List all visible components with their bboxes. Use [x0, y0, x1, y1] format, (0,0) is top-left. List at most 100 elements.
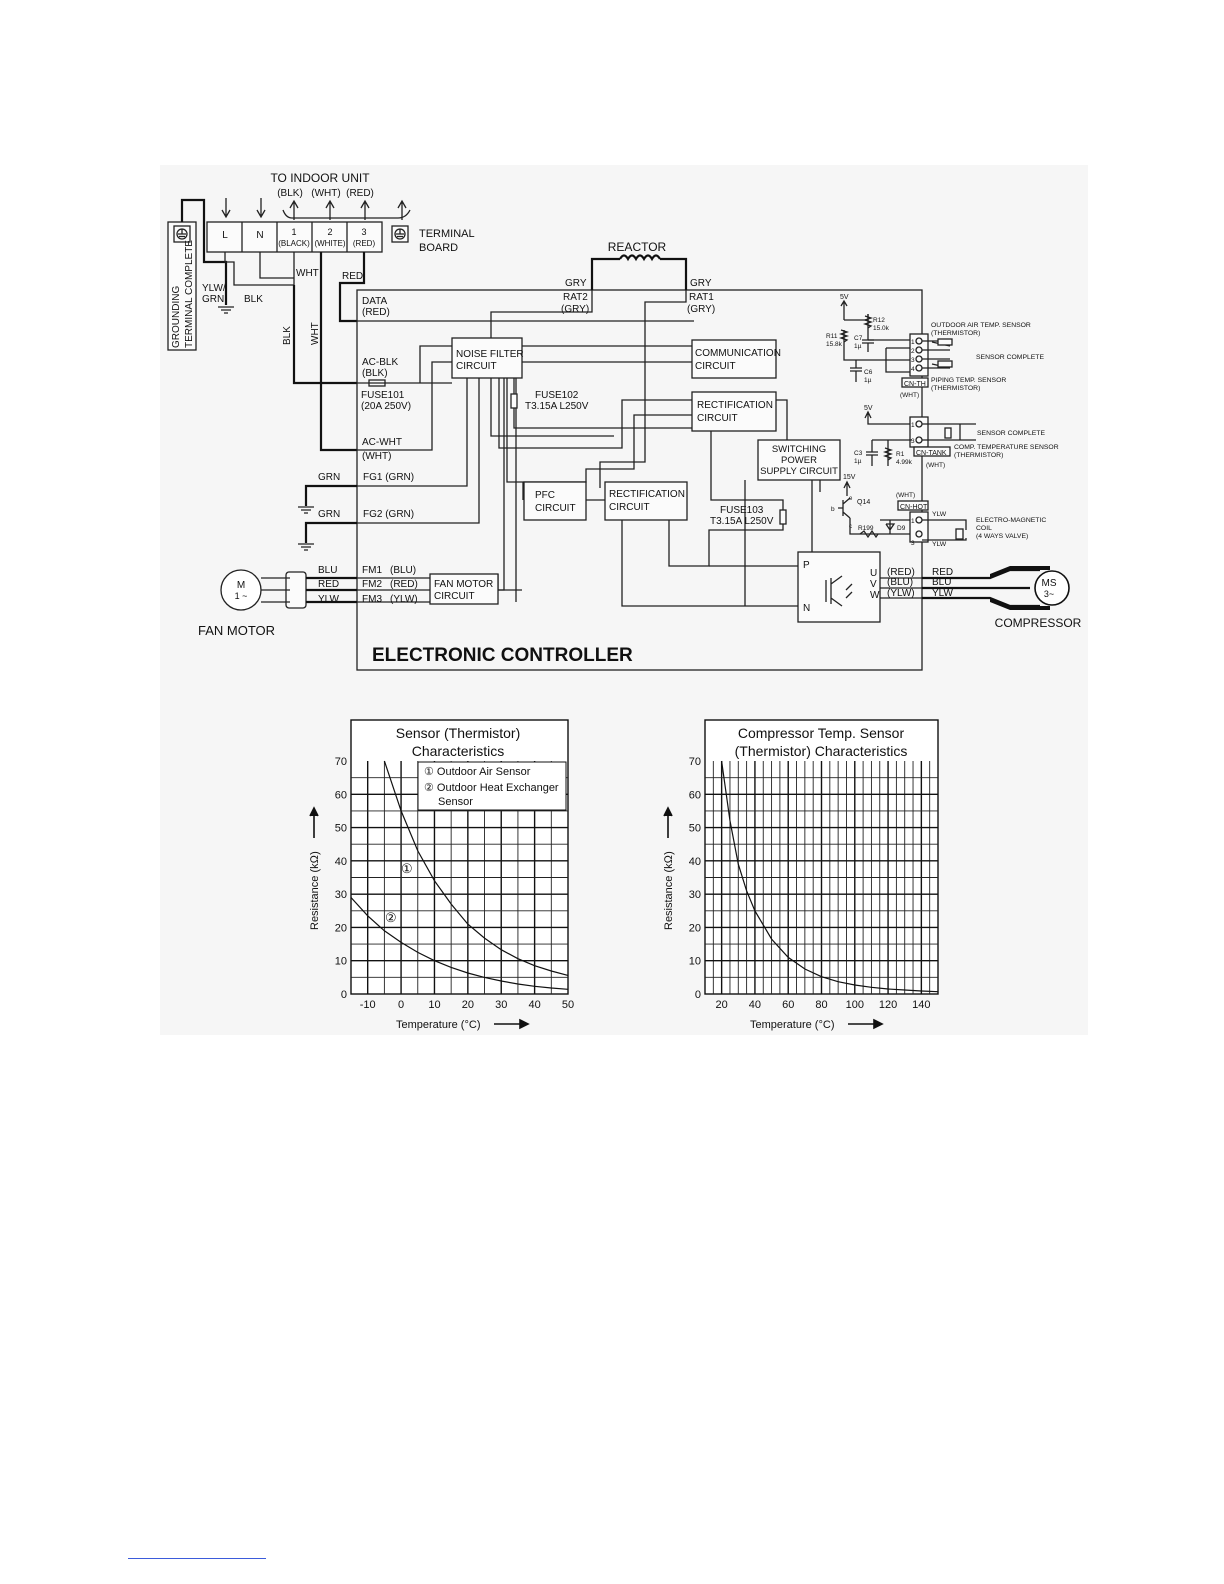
switching-label: SWITCHING	[772, 444, 826, 455]
chart2-ytick-label: 60	[689, 789, 701, 801]
chart2-ytick-label: 70	[689, 756, 701, 768]
terminal-board: L N 1 (BLACK) 2 (WHITE) 3 (RED)	[206, 221, 383, 253]
fg2-label: FG2 (GRN)	[363, 509, 414, 520]
chart2-xtick-label: 120	[879, 999, 897, 1011]
chart1-curve-marker-1: ①	[401, 861, 413, 876]
thermistor-icon	[937, 338, 953, 368]
chart1-ytick-label: 60	[335, 789, 347, 801]
chart1-series-line-2	[350, 897, 569, 990]
rat1-sub-label: (GRY)	[687, 304, 715, 315]
five-v-label-1: 5V	[840, 294, 849, 301]
chart1-xtick-label: 50	[562, 999, 574, 1011]
u-pin: U	[870, 568, 877, 579]
cn-tank-label: CN-TANK	[916, 450, 947, 457]
compressor-symbol-3: 3~	[1044, 589, 1054, 599]
terminal-board-label: TERMINAL	[419, 228, 475, 240]
q14-label: Q14	[857, 499, 870, 506]
r199-label: R199	[858, 525, 874, 532]
fan-motor-symbol-1: 1 ~	[235, 591, 248, 601]
w-tag: (YLW)	[887, 588, 915, 599]
d9-label: D9	[897, 525, 906, 532]
fan-motor-circuit-label: FAN MOTOR	[434, 579, 493, 590]
thermistor-icon-comp	[944, 427, 952, 439]
fan-motor-circuit-label-2: CIRCUIT	[434, 591, 475, 602]
ac-wht-label: AC-WHT	[362, 437, 402, 448]
chart1-ytick-label: 70	[335, 756, 347, 768]
grounding-label-2: TERMINAL COMPLETE	[184, 240, 195, 348]
fifteen-v-label: 15V	[843, 474, 856, 481]
chart1-ytick-label: 50	[335, 823, 347, 835]
chart-compressor-temp-sensor: Compressor Temp. Sensor (Thermistor) Cha…	[663, 719, 939, 1031]
c7-label: C7	[854, 335, 863, 342]
piping-sensor-sub: (THERMISTOR)	[931, 385, 980, 392]
chart1-xtick-label: 20	[462, 999, 474, 1011]
chart2-title-box	[706, 721, 937, 761]
fm1-tag: (BLU)	[390, 565, 416, 576]
noise-filter-label-2: CIRCUIT	[456, 361, 497, 372]
chart2-xtick-label: 60	[782, 999, 794, 1011]
fuse102-label: FUSE102	[535, 390, 579, 401]
chart2-title: Compressor Temp. Sensor	[738, 725, 905, 741]
chart2-ylabel-arrow	[663, 806, 673, 838]
q14-pin-b: b	[831, 506, 835, 513]
cn-th-pin-1: 1	[911, 339, 915, 346]
fan-wire-blu: BLU	[318, 565, 337, 576]
fan-motor-symbol-m: M	[237, 580, 245, 591]
data-label: DATA	[362, 296, 388, 307]
terminal-1-sub: (BLACK)	[278, 239, 310, 248]
rectification-circuit-1: RECTIFICATION CIRCUIT	[691, 391, 777, 432]
rat2-sub-label: (GRY)	[561, 304, 589, 315]
chart1-ytick-label: 20	[335, 922, 347, 934]
pfc-label: PFC	[535, 490, 555, 501]
compressor-symbol-ms: MS	[1042, 578, 1057, 589]
rat2-label: RAT2	[563, 292, 588, 303]
electro-magnetic-label-2: COIL	[976, 525, 992, 532]
power-module: P N U V W	[797, 551, 881, 623]
terminal-l: L	[222, 230, 228, 241]
cn-hot-wht: (WHT)	[896, 492, 915, 499]
data-sub-label: (RED)	[362, 307, 390, 318]
comp-wire-red: RED	[932, 567, 953, 578]
chart2-xtick-label: 20	[716, 999, 728, 1011]
terminal-1: 1	[291, 227, 296, 237]
chart1-title-box	[352, 721, 567, 761]
chart1-ytick-label: 30	[335, 889, 347, 901]
electro-magnetic-label-3: (4 WAYS VALVE)	[976, 533, 1028, 540]
indoor-wire-red: (RED)	[346, 188, 374, 199]
to-indoor-unit-label: TO INDOOR UNIT	[270, 171, 370, 185]
switching-label-3: SUPPLY CIRCUIT	[760, 466, 838, 477]
c6-label: C6	[864, 369, 873, 376]
chart2-curves	[721, 760, 939, 993]
chart2-ylabel: Resistance (kΩ)	[663, 851, 675, 930]
w-pin: W	[870, 590, 880, 601]
terminal-board-label-2: BOARD	[419, 242, 458, 254]
sensor-complete-label-2: SENSOR COMPLETE	[977, 430, 1045, 437]
chart1-curve-marker-2: ②	[385, 910, 397, 925]
grn-label-2: GRN	[318, 509, 340, 520]
chart1-ylabel: Resistance (kΩ)	[309, 851, 321, 930]
chart1-ytick-label: 0	[341, 989, 347, 1001]
r12-value: 15.0k	[873, 325, 890, 332]
fan-motor-label: FAN MOTOR	[198, 623, 275, 638]
fuse101-sub-label: (20A 250V)	[361, 401, 411, 412]
cn-hot-label: CN-HOT	[900, 504, 928, 511]
grounding-terminal: GROUNDING TERMINAL COMPLETE	[167, 221, 197, 351]
r12-label: R12	[873, 317, 885, 324]
fuse103-sub-label: T3.15A L250V	[710, 516, 774, 527]
chart1-title-2: Characteristics	[412, 743, 505, 759]
comp-temp-sensor-sub: (THERMISTOR)	[954, 452, 1003, 459]
rat1-label: RAT1	[689, 292, 714, 303]
chart2-xtick-label: 40	[749, 999, 761, 1011]
chart2-ytick-label: 40	[689, 856, 701, 868]
cn-th-pin-3: 3	[911, 357, 915, 364]
rectification-2-label-2: CIRCUIT	[609, 502, 650, 513]
chart2-ytick-label: 10	[689, 956, 701, 968]
fuse103-icon	[779, 509, 787, 525]
chart2-xtick-label: 100	[846, 999, 864, 1011]
five-v-label-2: 5V	[864, 405, 873, 412]
chart1-xtick-label: 10	[428, 999, 440, 1011]
ylw-grn-label: YLW/	[202, 283, 226, 294]
